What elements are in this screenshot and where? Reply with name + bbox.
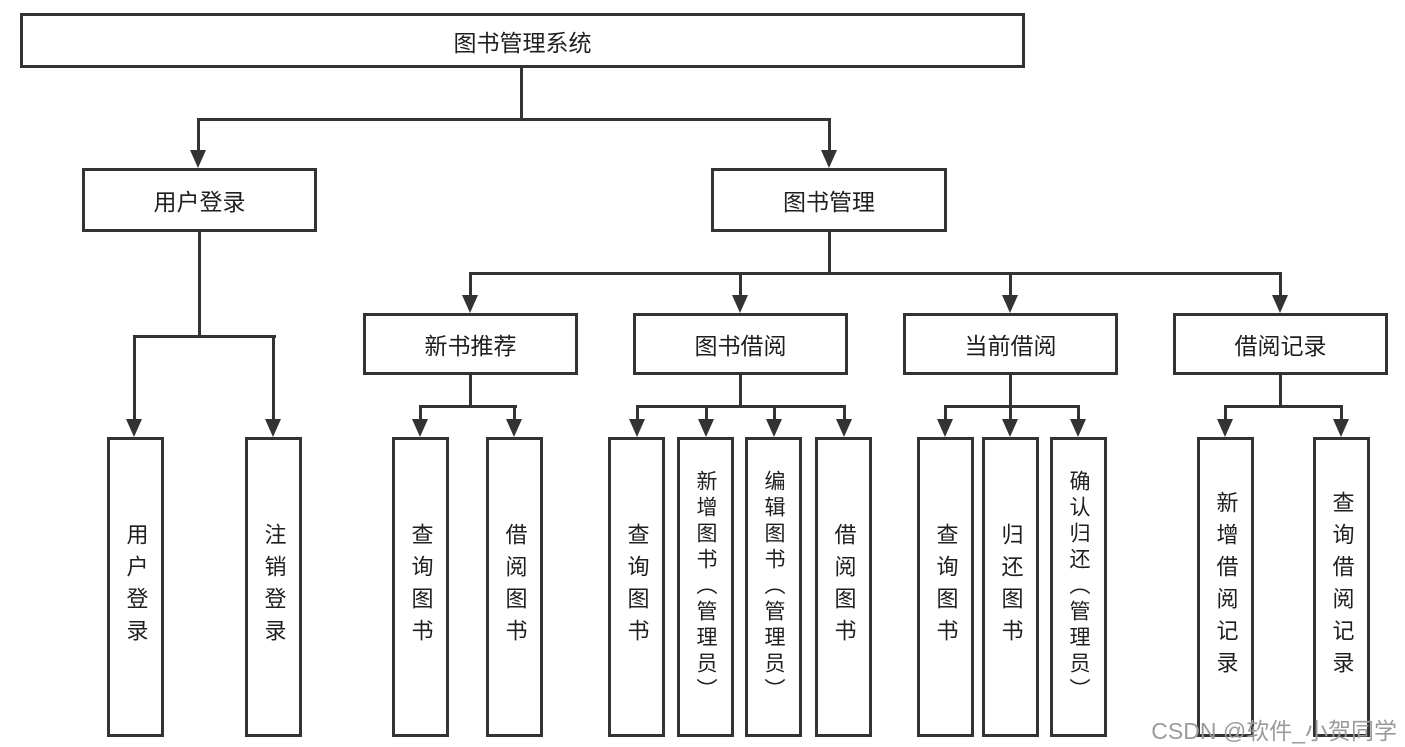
arrow-down-icon xyxy=(126,419,142,437)
connector-line xyxy=(1279,272,1282,298)
connector-line xyxy=(1009,375,1012,407)
leaf-label: 确认归还（管理员） xyxy=(1067,470,1090,704)
connector-line xyxy=(739,272,742,298)
connector-line xyxy=(1340,405,1343,423)
node-label: 用户登录 xyxy=(153,189,246,215)
leaf-label: 编辑图书（管理员） xyxy=(762,470,785,704)
node-label: 图书借阅 xyxy=(694,333,787,359)
connector-line xyxy=(197,118,200,152)
leaf-label: 用户登录 xyxy=(123,523,149,651)
leaf-label: 借阅图书 xyxy=(502,523,528,651)
connector-line xyxy=(520,68,523,118)
node-current-borrow: 当前借阅 xyxy=(903,313,1118,375)
leaf-edit-book-admin: 编辑图书（管理员） xyxy=(745,437,802,737)
arrow-down-icon xyxy=(732,295,748,313)
leaf-query-borrow-record: 查询借阅记录 xyxy=(1313,437,1370,737)
leaf-label: 借阅图书 xyxy=(831,523,857,651)
arrow-down-icon xyxy=(766,419,782,437)
arrow-down-icon xyxy=(265,419,281,437)
leaf-label: 归还图书 xyxy=(998,523,1024,651)
leaf-borrow-book: 借阅图书 xyxy=(815,437,872,737)
arrow-down-icon xyxy=(698,419,714,437)
arrow-down-icon xyxy=(937,419,953,437)
leaf-user-login: 用户登录 xyxy=(107,437,164,737)
leaf-label: 注销登录 xyxy=(261,523,287,651)
connector-line xyxy=(739,375,742,407)
arrow-down-icon xyxy=(821,150,837,168)
arrow-down-icon xyxy=(412,419,428,437)
arrow-down-icon xyxy=(1333,419,1349,437)
leaf-add-borrow-record: 新增借阅记录 xyxy=(1197,437,1254,737)
leaf-query-book-borrow: 查询图书 xyxy=(608,437,665,737)
connector-line xyxy=(272,335,275,421)
connector-line xyxy=(419,405,517,408)
node-label: 图书管理 xyxy=(783,189,875,215)
leaf-label: 查询图书 xyxy=(933,523,959,651)
leaf-return-book: 归还图书 xyxy=(982,437,1039,737)
connector-line xyxy=(197,118,831,121)
leaf-logout-login: 注销登录 xyxy=(245,437,302,737)
connector-line xyxy=(944,405,947,423)
connector-line xyxy=(1224,405,1343,408)
node-new-book-recommend: 新书推荐 xyxy=(363,313,578,375)
arrow-down-icon xyxy=(1002,419,1018,437)
leaf-label: 新增借阅记录 xyxy=(1213,491,1239,683)
node-book-management: 图书管理 xyxy=(711,168,947,232)
arrow-down-icon xyxy=(190,150,206,168)
leaf-add-book-admin: 新增图书（管理员） xyxy=(677,437,734,737)
node-borrow-record: 借阅记录 xyxy=(1173,313,1388,375)
leaf-borrow-book-newbook: 借阅图书 xyxy=(486,437,543,737)
connector-line xyxy=(944,405,1080,408)
connector-line xyxy=(828,232,831,275)
leaf-query-book-newbook: 查询图书 xyxy=(392,437,449,737)
connector-line xyxy=(133,335,136,421)
connector-line xyxy=(513,405,516,423)
connector-line xyxy=(469,272,1282,275)
connector-line xyxy=(773,405,776,423)
connector-line xyxy=(1009,405,1012,423)
connector-line xyxy=(843,405,846,423)
connector-line xyxy=(1077,405,1080,423)
connector-line xyxy=(133,335,276,338)
leaf-label: 查询图书 xyxy=(624,523,650,651)
node-book-borrow: 图书借阅 xyxy=(633,313,848,375)
leaf-confirm-return-admin: 确认归还（管理员） xyxy=(1050,437,1107,737)
leaf-label: 新增图书（管理员） xyxy=(694,470,717,704)
arrow-down-icon xyxy=(1217,419,1233,437)
arrow-down-icon xyxy=(1002,295,1018,313)
leaf-label: 查询图书 xyxy=(408,523,434,651)
connector-line xyxy=(636,405,846,408)
connector-line xyxy=(1279,375,1282,407)
arrow-down-icon xyxy=(506,419,522,437)
csdn-watermark: CSDN @软件_小贺同学 xyxy=(1151,718,1397,744)
node-user-login: 用户登录 xyxy=(82,168,317,232)
leaf-label: 查询借阅记录 xyxy=(1329,491,1355,683)
arrow-down-icon xyxy=(1070,419,1086,437)
arrow-down-icon xyxy=(462,295,478,313)
node-library-management-system: 图书管理系统 xyxy=(20,13,1025,68)
arrow-down-icon xyxy=(1272,295,1288,313)
node-label: 当前借阅 xyxy=(964,333,1057,359)
arrow-down-icon xyxy=(836,419,852,437)
connector-line xyxy=(469,272,472,298)
node-label: 借阅记录 xyxy=(1234,333,1327,359)
node-label: 新书推荐 xyxy=(424,333,517,359)
connector-line xyxy=(198,232,201,338)
connector-line xyxy=(1224,405,1227,423)
connector-line xyxy=(705,405,708,423)
connector-line xyxy=(828,118,831,152)
node-label: 图书管理系统 xyxy=(453,29,592,56)
arrow-down-icon xyxy=(629,419,645,437)
connector-line xyxy=(469,375,472,407)
connector-line xyxy=(1009,272,1012,298)
connector-line xyxy=(419,405,422,423)
connector-line xyxy=(636,405,639,423)
leaf-query-book-current: 查询图书 xyxy=(917,437,974,737)
